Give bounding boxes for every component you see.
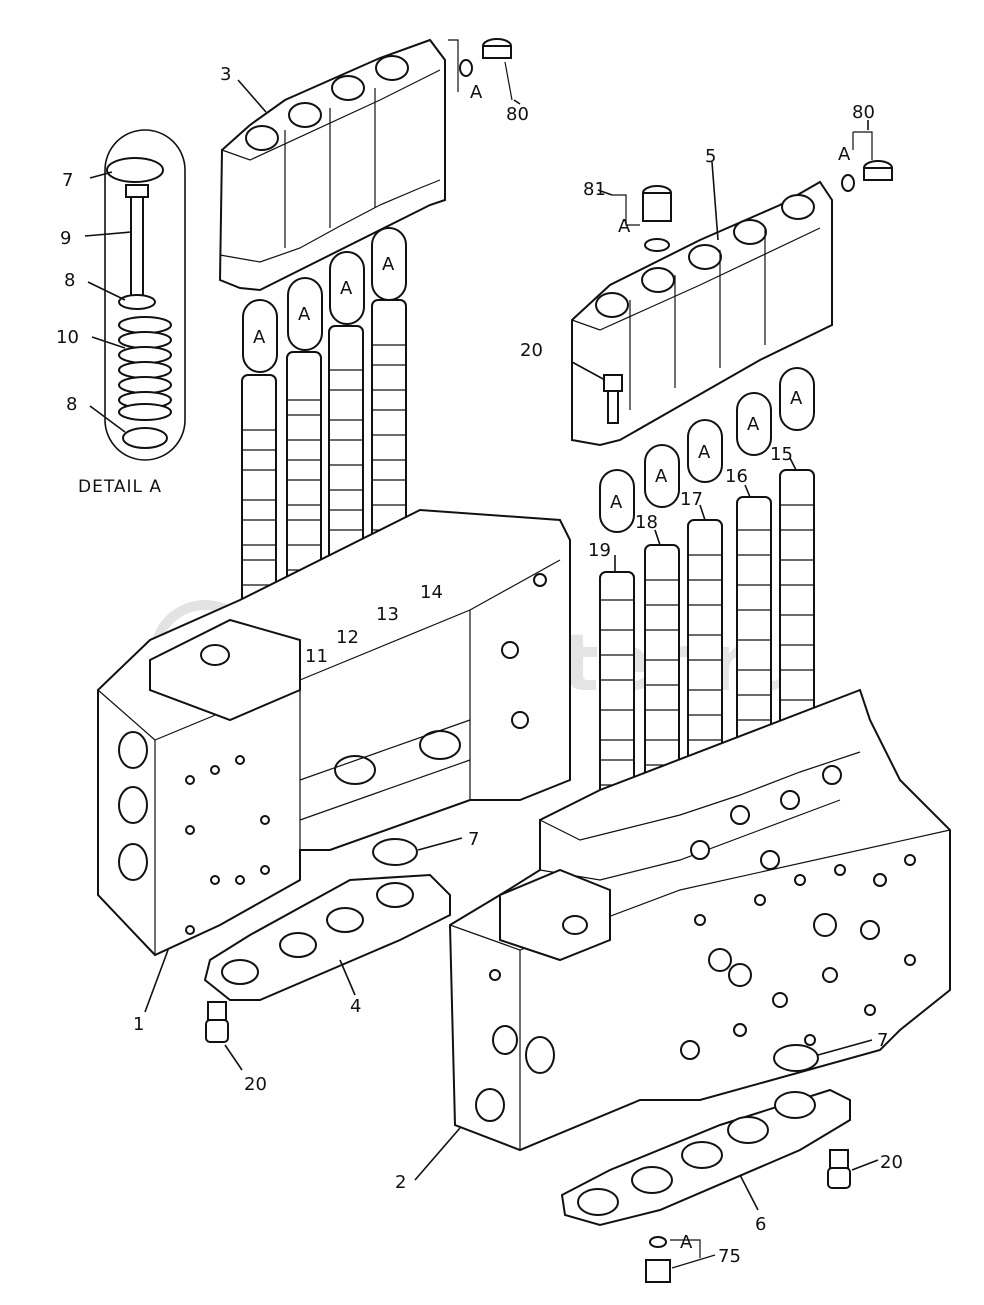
svg-text:A: A (610, 492, 623, 513)
o-ring-right (773, 1039, 873, 1072)
spool-17 (687, 519, 723, 776)
svg-text:A: A (618, 216, 631, 237)
label-8-top: 8 (64, 270, 75, 291)
detail-a-marker (779, 367, 815, 431)
plug-80-left: A (448, 38, 513, 103)
label-1: 1 (133, 1014, 144, 1035)
detail-a-marker (736, 392, 772, 456)
label-5: 5 (705, 146, 716, 167)
detail-a-marker (599, 469, 635, 533)
label-16: 16 (725, 466, 748, 487)
svg-text:A: A (747, 414, 760, 435)
plug-80-right: A (838, 131, 893, 192)
spring-seat-lower (122, 427, 168, 449)
detail-a-marker (242, 299, 278, 373)
label-80-right: 80 (852, 102, 875, 123)
o-ring-part (106, 157, 164, 183)
label-15: 15 (770, 444, 793, 465)
bolt-shaft-part (130, 196, 144, 298)
svg-text:A: A (680, 1232, 693, 1253)
label-81: 81 (583, 179, 606, 200)
svg-text:A: A (298, 304, 311, 325)
right-cover-part (571, 180, 833, 447)
spool-18 (644, 544, 680, 806)
label-17: 17 (680, 489, 703, 510)
bolt-20-left (205, 1001, 243, 1071)
o-ring-left (372, 837, 463, 866)
detail-a-marker (287, 277, 323, 351)
label-3: 3 (220, 64, 231, 85)
spool-14 (371, 299, 407, 556)
plate-6 (560, 1088, 851, 1227)
label-a: A (470, 82, 483, 103)
label-2: 2 (395, 1172, 406, 1193)
label-4: 4 (350, 996, 361, 1017)
part-labels: 3 80 80 5 81 7 9 8 10 8 20 14 13 12 11 1… (56, 64, 903, 1267)
plug-head (125, 184, 149, 198)
detail-a-marker (329, 251, 365, 325)
svg-text:A: A (655, 466, 668, 487)
label-20-right: 20 (880, 1152, 903, 1173)
plate-4 (203, 873, 451, 1001)
label-10: 10 (56, 327, 79, 348)
label-80-left: 80 (506, 104, 529, 125)
label-7-right: 7 (877, 1030, 888, 1051)
spool-16 (736, 496, 772, 753)
left-spools: A A A A (241, 227, 419, 651)
svg-text:A: A (382, 254, 395, 275)
svg-text:A: A (340, 278, 353, 299)
bolt-20-cover (571, 361, 623, 424)
detail-a-marker (644, 444, 680, 508)
detail-a-group: DETAIL A (78, 129, 186, 497)
label-8-bottom: 8 (66, 394, 77, 415)
detail-a-marker (687, 419, 723, 483)
spool-15 (779, 469, 815, 731)
label-11: 11 (305, 646, 328, 667)
plug-75: A (645, 1232, 716, 1283)
label-7-left: 7 (468, 829, 479, 850)
svg-text:A: A (790, 388, 803, 409)
svg-text:A: A (253, 327, 266, 348)
bolt-20-right (827, 1149, 879, 1189)
left-cover-part (218, 38, 446, 292)
label-12: 12 (336, 627, 359, 648)
detail-a-frame (104, 129, 186, 461)
label-19: 19 (588, 540, 611, 561)
plug-81: A (612, 185, 672, 252)
left-valve-block (97, 508, 571, 957)
right-valve-block (448, 688, 951, 1152)
label-20-cover: 20 (520, 340, 543, 361)
svg-text:A: A (838, 144, 851, 165)
label-7-detail: 7 (62, 170, 73, 191)
label-75: 75 (718, 1246, 741, 1267)
detail-a-title: DETAIL A (78, 477, 162, 497)
right-spools: A A A A A (599, 367, 815, 838)
spring-seat-upper (118, 294, 156, 310)
label-13: 13 (376, 604, 399, 625)
label-9: 9 (60, 228, 71, 249)
label-6: 6 (755, 1214, 766, 1235)
spool-11 (241, 374, 277, 636)
spring-part (118, 316, 172, 421)
label-14: 14 (420, 582, 443, 603)
svg-text:A: A (698, 442, 711, 463)
label-18: 18 (635, 512, 658, 533)
label-20-left: 20 (244, 1074, 267, 1095)
